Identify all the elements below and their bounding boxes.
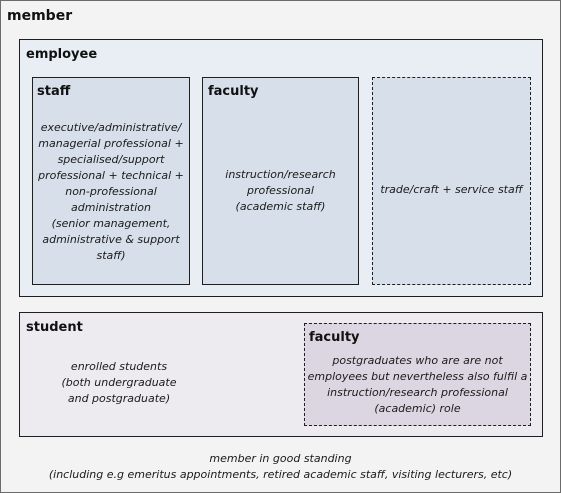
staff-description: executive/administrative/ managerial pro… xyxy=(33,120,189,264)
staff-box: staff executive/administrative/ manageri… xyxy=(32,77,190,285)
trade-craft-box: trade/craft + service staff xyxy=(372,77,531,285)
student-faculty-line: instruction/research professional xyxy=(327,386,508,399)
staff-line: administrative & support xyxy=(42,233,180,246)
employee-faculty-title: faculty xyxy=(208,84,259,99)
student-title: student xyxy=(26,320,83,335)
student-faculty-line: (academic) role xyxy=(374,402,461,415)
staff-title: staff xyxy=(37,84,71,99)
student-faculty-line: postgraduates who are are not xyxy=(332,354,503,367)
staff-line: managerial professional + xyxy=(38,137,184,150)
student-line: enrolled students xyxy=(70,360,168,373)
employee-faculty-line: professional xyxy=(247,184,314,197)
employee-faculty-description: instruction/research professional (acade… xyxy=(203,167,358,215)
staff-line: professional + technical + xyxy=(38,169,184,182)
member-footer: member in good standing (including e.g e… xyxy=(1,451,560,483)
employee-title: employee xyxy=(26,47,98,62)
trade-craft-line: trade/craft + service staff xyxy=(380,183,523,196)
member-footer-line: member in good standing xyxy=(209,452,352,465)
staff-line: executive/administrative/ xyxy=(40,121,182,134)
student-faculty-title: faculty xyxy=(309,330,360,345)
trade-craft-description: trade/craft + service staff xyxy=(373,182,530,198)
student-description: enrolled students (both undergraduate an… xyxy=(34,359,204,407)
employee-box: employee staff executive/administrative/… xyxy=(19,39,543,297)
member-footer-line: (including e.g emeritus appointments, re… xyxy=(48,468,513,481)
staff-line: administration xyxy=(71,201,151,214)
student-line: and postgraduate) xyxy=(67,392,171,405)
student-box: student enrolled students (both undergra… xyxy=(19,312,543,437)
employee-faculty-line: instruction/research xyxy=(225,168,336,181)
student-faculty-description: postgraduates who are are not employees … xyxy=(305,353,530,417)
employee-faculty-box: faculty instruction/research professiona… xyxy=(202,77,359,285)
student-faculty-line: employees but nevertheless also fulfil a xyxy=(307,370,528,383)
staff-line: (senior management, xyxy=(51,217,171,230)
member-title: member xyxy=(7,8,73,24)
student-faculty-box: faculty postgraduates who are are not em… xyxy=(304,323,531,426)
student-line: (both undergraduate xyxy=(61,376,177,389)
staff-line: staff) xyxy=(96,249,126,262)
staff-line: specialised/support xyxy=(57,153,165,166)
employee-faculty-line: (academic staff) xyxy=(235,200,326,213)
staff-line: non-professional xyxy=(65,185,157,198)
